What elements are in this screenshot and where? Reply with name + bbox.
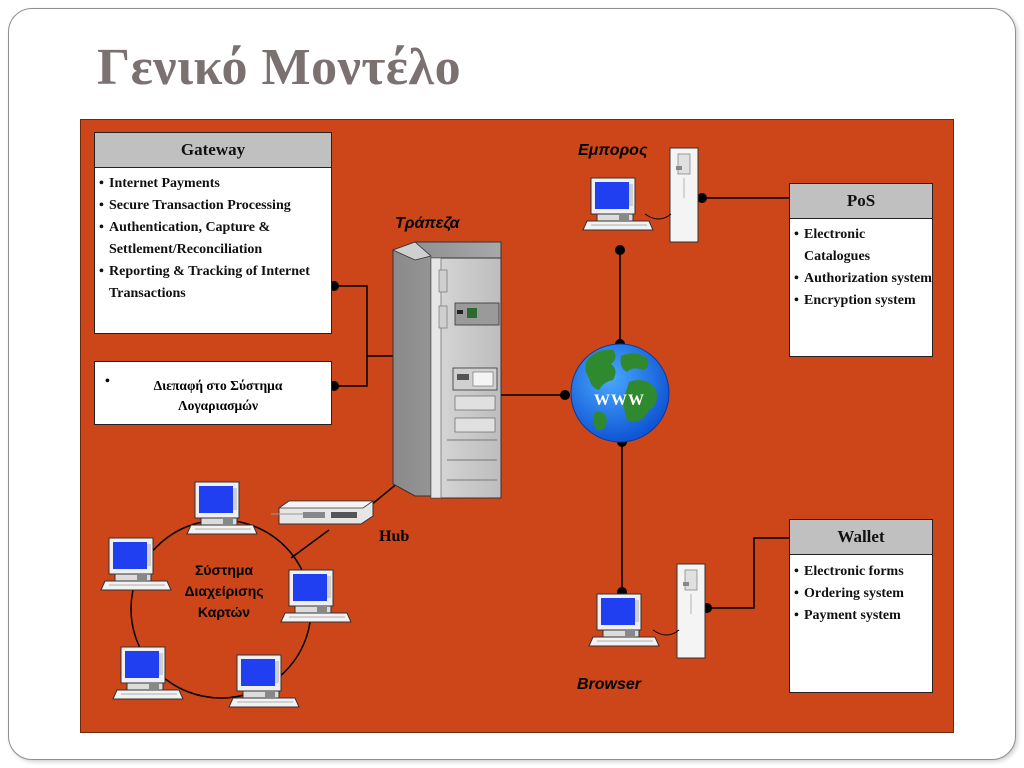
slide-title: Γενικό Μοντέλο [97,39,462,96]
browser-label: Browser [577,676,642,693]
card-workstation-icon [186,481,258,535]
browser-computer-icon [588,563,706,659]
wallet-list: Electronic forms Ordering system Payment… [790,555,932,627]
list-item: Electronic Catalogues [790,224,932,268]
merchant-label: Εμπορος [578,142,648,159]
hub-label: Hub [379,528,410,545]
list-item: Payment system [790,605,932,627]
list-item: Reporting & Tracking of Internet Transac… [95,261,331,305]
accounts-interface-text: Διεπαφή στο Σύστημα Λογαριασμών [153,378,283,413]
pos-box: PoS Electronic Catalogues Authorization … [789,183,933,357]
card-workstation-icon [112,646,184,700]
list-item: Internet Payments [95,173,331,195]
globe-icon [570,343,670,443]
www-label: WWW [594,392,645,409]
card-workstation-icon [280,569,352,623]
list-item: Authentication, Capture & Settlement/Rec… [95,217,331,261]
accounts-interface-box: • Διεπαφή στο Σύστημα Λογαριασμών [94,361,332,425]
card-system-label: Σύστημα Διαχείρισης Καρτών [184,562,264,620]
card-workstation-icon [228,654,300,708]
accounts-bullet: • [105,374,110,389]
list-item: Encryption system [790,290,932,312]
diagram-panel: Gateway Internet Payments Secure Transac… [80,119,954,733]
hub-icon [271,500,375,525]
pos-header: PoS [790,184,932,219]
diagram-graphics [100,147,789,708]
list-item: Electronic forms [790,561,932,583]
gateway-box: Gateway Internet Payments Secure Transac… [94,132,332,334]
card-workstation-icon [100,537,172,591]
wallet-header: Wallet [790,520,932,555]
bank-server-icon [391,241,502,499]
list-item: Ordering system [790,583,932,605]
list-item: Secure Transaction Processing [95,195,331,217]
pos-list: Electronic Catalogues Authorization syst… [790,219,932,312]
bank-label: Τράπεζα [395,215,460,232]
wallet-box: Wallet Electronic forms Ordering system … [789,519,933,693]
list-item: Authorization system [790,268,932,290]
gateway-header: Gateway [95,133,331,168]
gateway-list: Internet Payments Secure Transaction Pro… [95,168,331,305]
merchant-computer-icon [582,147,699,243]
